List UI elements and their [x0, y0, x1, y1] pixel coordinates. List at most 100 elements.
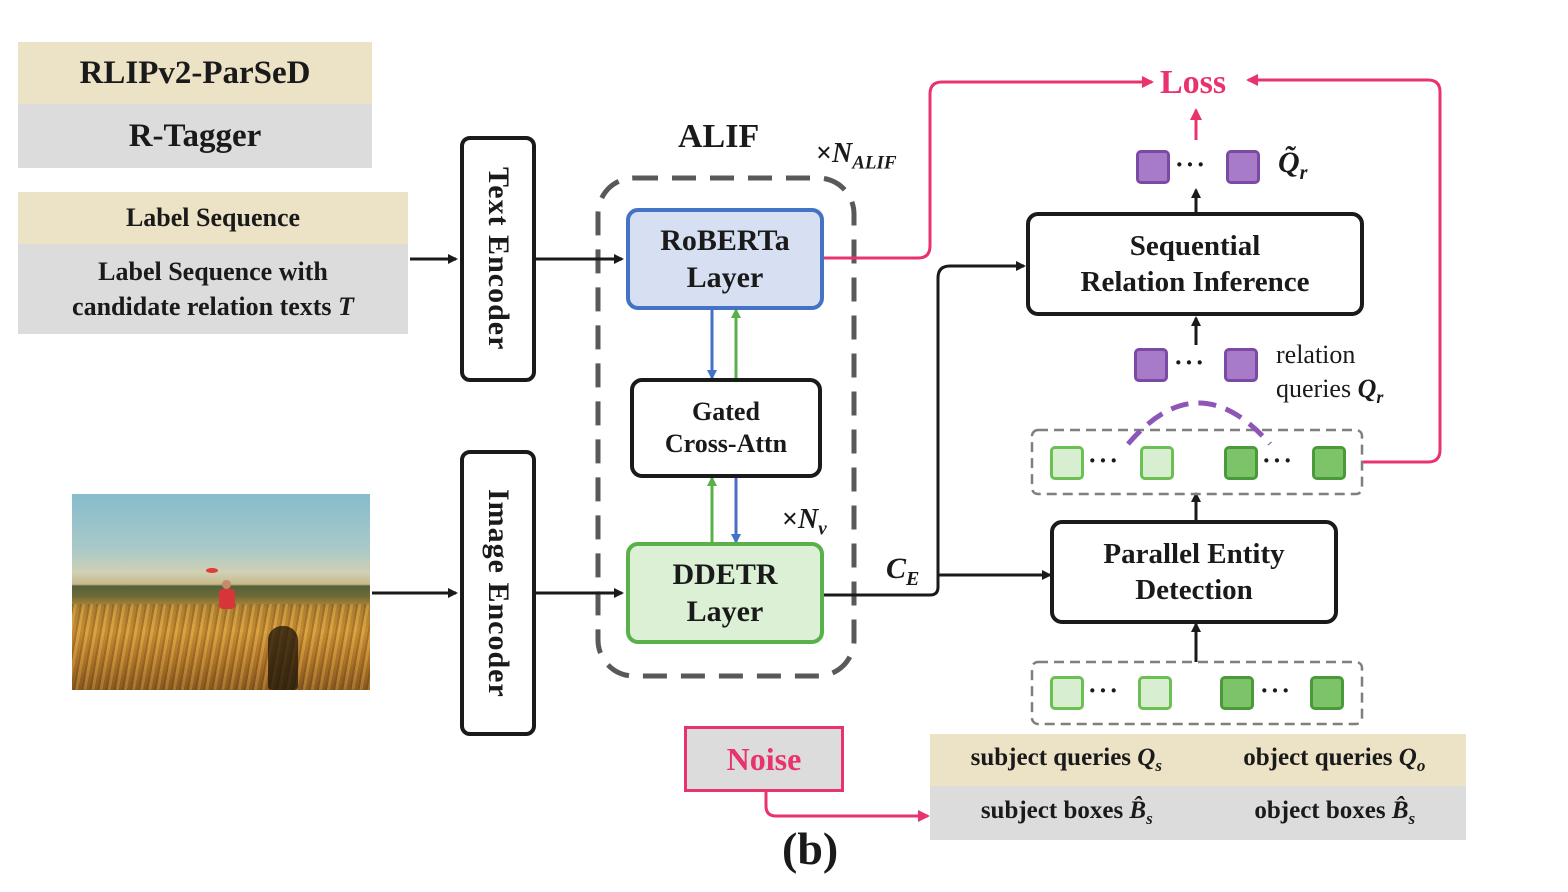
legend-rlipv2-parsed: RLIPv2-ParSeD	[18, 42, 372, 104]
object-queries-sub: o	[1416, 756, 1426, 775]
object-queries-sym: Q	[1398, 744, 1417, 771]
relq-square-first	[1134, 348, 1168, 382]
ce-label: CE	[886, 552, 919, 591]
arrow-noise-to-boxes	[764, 792, 930, 822]
object-boxes-text: object boxes	[1254, 797, 1392, 824]
ped-line1: Parallel Entity	[1103, 537, 1285, 570]
subject-boxes-text: subject boxes	[980, 797, 1130, 824]
input-object-square-last	[1310, 676, 1344, 710]
entity-subject-ellipsis: ···	[1088, 446, 1121, 475]
relq-ellipsis: ···	[1174, 348, 1207, 377]
relation-queries-label: relation queries Qr	[1276, 338, 1383, 409]
object-boxes-sub: s	[1408, 809, 1416, 828]
legend-candidate-texts: candidate relation texts	[72, 292, 339, 321]
field-texture	[72, 604, 370, 690]
ce-sym: C	[886, 552, 907, 585]
noise-label: Noise	[726, 740, 802, 777]
gated-line1: Gated	[692, 396, 760, 426]
entity-subject-square-first	[1050, 446, 1084, 480]
legend-candidate-texts-line: candidate relation texts T	[72, 289, 354, 324]
input-queries-group	[1030, 660, 1364, 726]
arrow-ce-to-sri	[936, 261, 1026, 580]
ddetr-line1: DDETR	[672, 557, 778, 591]
entity-object-square-first	[1224, 446, 1258, 480]
roberta-layer: RoBERTa Layer	[626, 208, 824, 310]
input-object-square-first	[1220, 676, 1254, 710]
arrow-ddetr-to-ped	[824, 570, 1052, 597]
ped-line2: Detection	[1135, 574, 1253, 606]
arrow-entities-to-loss	[1246, 74, 1442, 464]
object-boxes-label: object boxes B̂s	[1254, 797, 1415, 829]
ddetr-line2: Layer	[686, 595, 764, 628]
legend-rlipv2-parsed-label: RLIPv2-ParSeD	[79, 54, 311, 91]
qtilde-sym: Q̃	[1278, 146, 1300, 179]
shadow-figure	[268, 626, 298, 690]
subject-boxes-label: subject boxes B̂s	[981, 797, 1153, 829]
image-encoder: Image Encoder	[460, 450, 536, 736]
roberta-line1: RoBERTa	[660, 223, 790, 257]
relq-sym: Q	[1357, 373, 1377, 403]
sri-line1: Sequential	[1129, 229, 1261, 262]
subject-queries-label: subject queries Qs	[971, 744, 1162, 776]
ddetr-repeat-sub: v	[818, 518, 827, 540]
ce-sub: E	[906, 568, 920, 590]
subject-queries-sub: s	[1155, 756, 1162, 775]
qtilde-ellipsis: ···	[1175, 150, 1208, 179]
sri-line2: Relation Inference	[1080, 266, 1310, 298]
subject-boxes-sub: s	[1146, 809, 1153, 828]
text-encoder-label: Text Encoder	[481, 167, 515, 351]
figure-caption: (b)	[782, 823, 839, 874]
alif-repeat-sub: ALIF	[852, 152, 897, 174]
input-image	[72, 494, 370, 690]
gated-cross-attn: Gated Cross-Attn	[630, 378, 822, 478]
relation-pairing-arc	[1126, 400, 1272, 446]
legend-label-sequence-with: Label Sequence with	[98, 256, 328, 286]
qtilde-square-first	[1136, 150, 1170, 184]
input-object-ellipsis: ···	[1260, 676, 1293, 705]
boxes-legend-row: subject boxes B̂s object boxes B̂s	[930, 786, 1466, 840]
input-subject-square-first	[1050, 676, 1084, 710]
object-queries-label: object queries Qo	[1243, 744, 1425, 776]
relq-line1: relation	[1276, 340, 1356, 369]
gated-line2: Cross-Attn	[664, 429, 788, 458]
qtilde-label: Q̃r	[1278, 146, 1307, 185]
entity-object-square-last	[1312, 446, 1346, 480]
alif-repeat-n: N	[831, 138, 853, 169]
alif-repeat: ×NALIF	[816, 138, 897, 175]
qtilde-square-last	[1226, 150, 1260, 184]
legend-label-sequence-candidates: Label Sequence with candidate relation t…	[18, 244, 408, 334]
parallel-entity-detection: Parallel Entity Detection	[1050, 520, 1338, 624]
input-subject-ellipsis: ···	[1088, 676, 1121, 705]
relq-sub: r	[1376, 386, 1384, 407]
loss-label: Loss	[1160, 64, 1227, 101]
relq-line2: queries Qr	[1276, 372, 1383, 410]
arrow-roberta-to-loss	[824, 76, 1154, 260]
person-figure	[219, 589, 235, 609]
var-t: T	[338, 292, 354, 321]
relq-square-last	[1224, 348, 1258, 382]
ddetr-repeat-times: ×	[782, 504, 798, 535]
sequential-relation-inference: Sequential Relation Inference	[1026, 212, 1364, 316]
ddetr-layer: DDETR Layer	[626, 542, 824, 644]
person-head	[222, 580, 231, 589]
legend-r-tagger-label: R-Tagger	[128, 117, 262, 154]
queries-legend-row: subject queries Qs object queries Qo	[930, 734, 1466, 786]
ddetr-repeat: ×Nv	[782, 504, 827, 541]
noise-box: Noise	[684, 726, 844, 792]
relq-line2-text: queries	[1276, 373, 1358, 403]
text-encoder: Text Encoder	[460, 136, 536, 382]
alif-repeat-times: ×	[816, 138, 832, 169]
roberta-line2: Layer	[686, 261, 764, 294]
subject-boxes-sym: B̂	[1129, 797, 1147, 824]
qtilde-sub: r	[1299, 162, 1308, 184]
subject-queries-sym: Q	[1137, 744, 1156, 771]
input-subject-square-last	[1138, 676, 1172, 710]
alif-title: ALIF	[678, 118, 760, 155]
alif-container	[595, 175, 857, 679]
entity-object-ellipsis: ···	[1262, 446, 1295, 475]
object-queries-text: object queries	[1243, 744, 1399, 771]
legend-label-sequence: Label Sequence	[18, 192, 408, 244]
image-encoder-label: Image Encoder	[481, 488, 515, 698]
frisbee	[206, 568, 218, 573]
